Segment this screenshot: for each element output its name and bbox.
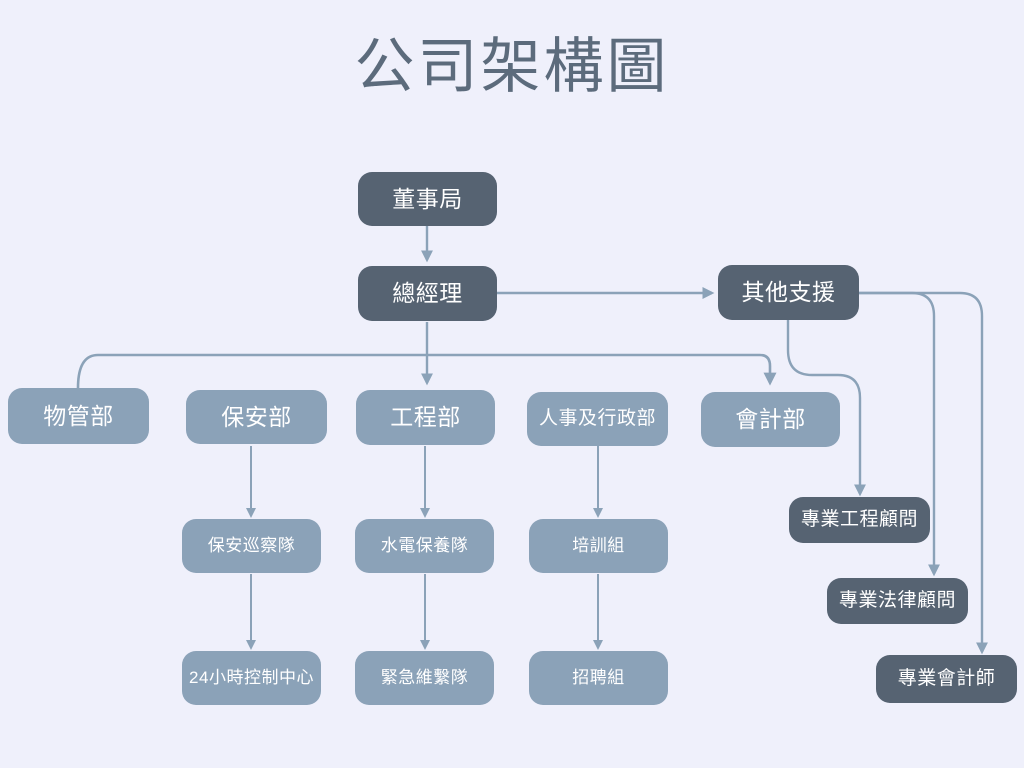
node-utility-maintenance-team[interactable]: 水電保養隊 — [355, 519, 494, 573]
node-label: 保安巡察隊 — [207, 536, 296, 556]
node-professional-engineering-consultant[interactable]: 專業工程顧問 — [789, 497, 930, 543]
node-label: 培訓組 — [572, 536, 625, 556]
node-emergency-repair-team[interactable]: 緊急維繫隊 — [355, 651, 494, 705]
node-professional-accountant[interactable]: 專業會計師 — [876, 655, 1017, 703]
node-other-support[interactable]: 其他支援 — [718, 265, 859, 320]
node-label: 專業法律顧問 — [838, 590, 956, 612]
node-label: 董事局 — [392, 185, 463, 212]
node-security-patrol-team[interactable]: 保安巡察隊 — [182, 519, 321, 573]
node-24h-control-center[interactable]: 24小時控制中心 — [182, 651, 321, 705]
node-label: 專業會計師 — [897, 668, 996, 690]
node-label: 其他支援 — [741, 279, 836, 306]
node-label: 水電保養隊 — [380, 536, 469, 556]
edge-distribution-bus — [76, 353, 777, 389]
node-professional-legal-consultant[interactable]: 專業法律顧問 — [827, 578, 968, 624]
node-engineering-dept[interactable]: 工程部 — [356, 390, 495, 445]
node-label: 總經理 — [392, 280, 463, 307]
node-property-management-dept[interactable]: 物管部 — [8, 388, 149, 444]
node-label: 會計部 — [735, 406, 806, 433]
node-general-manager[interactable]: 總經理 — [358, 266, 497, 321]
node-label: 物管部 — [43, 402, 114, 429]
node-board-of-directors[interactable]: 董事局 — [358, 172, 497, 226]
node-hr-admin-dept[interactable]: 人事及行政部 — [527, 392, 668, 446]
node-label: 24小時控制中心 — [189, 668, 314, 688]
node-label: 保安部 — [221, 403, 292, 430]
node-accounting-dept[interactable]: 會計部 — [701, 392, 840, 447]
node-security-dept[interactable]: 保安部 — [186, 390, 327, 444]
node-label: 招聘組 — [572, 668, 625, 688]
node-recruitment-group[interactable]: 招聘組 — [529, 651, 668, 705]
node-label: 緊急維繫隊 — [380, 668, 469, 688]
node-label: 人事及行政部 — [538, 408, 656, 430]
node-label: 專業工程顧問 — [800, 509, 918, 531]
page-title: 公司架構圖 — [354, 33, 670, 100]
node-label: 工程部 — [390, 404, 461, 431]
node-training-group[interactable]: 培訓組 — [529, 519, 668, 573]
